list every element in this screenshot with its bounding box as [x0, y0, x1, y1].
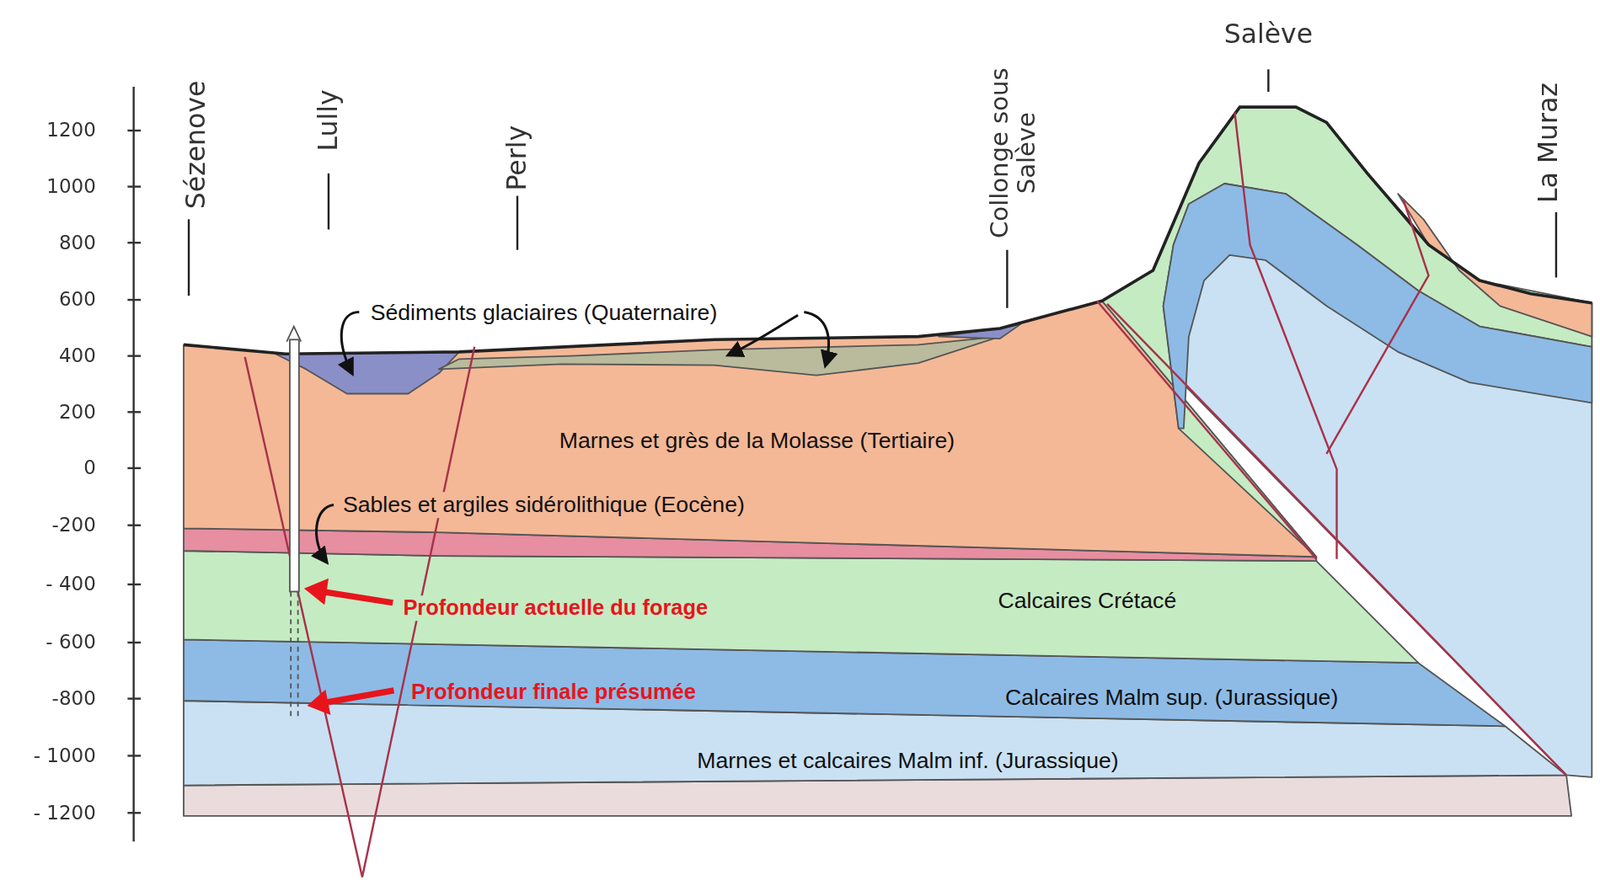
place-name: Salève	[1224, 19, 1313, 50]
axis-tick	[127, 241, 141, 244]
place-tick	[1267, 69, 1269, 92]
saleve-malm	[1163, 183, 1593, 429]
place-name: Collonge sous Salève	[986, 42, 1041, 263]
place-name: Perly	[502, 125, 533, 192]
layer-label: Marnes et grès de la Molasse (Tertiaire)	[556, 428, 958, 455]
axis-tick	[127, 642, 141, 644]
fault-line	[1096, 300, 1317, 559]
axis-tick	[127, 524, 141, 527]
ground-surface	[183, 107, 1592, 354]
place-tick	[516, 196, 519, 251]
axis-tick	[127, 411, 141, 413]
leader-line	[316, 504, 335, 562]
saleve-molasse	[1397, 193, 1592, 338]
place-tick	[187, 219, 190, 296]
layer-label: Sédiments glaciaires (Quaternaire)	[367, 299, 721, 326]
axis-tick	[127, 129, 141, 132]
borehole-planned	[297, 591, 300, 719]
layer-label: Calcaires Crétacé	[995, 588, 1180, 615]
fault-line	[1326, 198, 1429, 455]
depth-callout: Profondeur actuelle du forage	[400, 595, 712, 621]
axis-tick	[127, 299, 141, 301]
place-tick	[327, 173, 330, 231]
saleve-cretaceous	[1102, 107, 1592, 557]
axis-value: - 1000	[33, 744, 97, 767]
axis-tick	[127, 812, 141, 814]
axis-tick	[127, 583, 141, 586]
borehole-pipe	[289, 339, 300, 592]
place-ticks	[188, 69, 1557, 308]
axis-tick	[127, 467, 141, 470]
axis-value: 0	[83, 457, 97, 480]
axis-value: 1200	[46, 119, 97, 142]
place-name: Sézenove	[181, 80, 213, 210]
axis-line	[132, 86, 134, 842]
leader-line	[728, 315, 798, 355]
leader-line	[341, 312, 359, 375]
axis-value: -200	[52, 513, 97, 536]
axis-value: 400	[58, 344, 97, 367]
fault-line	[1234, 112, 1337, 559]
borehole	[286, 326, 301, 720]
leader-line	[803, 312, 829, 366]
saleve-base	[1102, 107, 1592, 778]
axis-value: - 400	[45, 573, 97, 596]
red-arrow	[321, 591, 393, 603]
axis-tick	[127, 185, 141, 188]
red-arrow-head	[304, 578, 329, 605]
red-arrow	[324, 690, 394, 704]
fault-line	[245, 357, 363, 878]
borehole-planned	[289, 591, 292, 719]
axis-value: 800	[58, 231, 97, 254]
red-arrow-head	[307, 690, 332, 716]
axis-value: 1000	[46, 175, 97, 198]
cretaceous-layer	[183, 551, 1419, 664]
axis-tick	[127, 354, 141, 357]
axis-tick	[127, 697, 141, 700]
axis-ticks	[127, 130, 141, 814]
place-tick	[1006, 250, 1008, 309]
layer-label: Marnes et calcaires Malm inf. (Jurassiqu…	[694, 748, 1123, 775]
axis-value: - 1200	[33, 802, 97, 825]
borehole-top	[286, 326, 301, 343]
layer-label: Calcaires Malm sup. (Jurassique)	[1001, 684, 1342, 712]
axis	[127, 86, 141, 842]
place-name: La Muraz	[1533, 82, 1564, 204]
axis-tick	[127, 754, 141, 757]
layer-label: Sables et argiles sidérolithique (Eocène…	[339, 492, 748, 519]
axis-value: 200	[58, 401, 97, 423]
place-tick	[1555, 212, 1558, 279]
glacial-pocket	[275, 352, 460, 395]
place-name: Lully	[313, 89, 344, 151]
red-arrows	[304, 578, 395, 716]
axis-value: - 600	[45, 631, 97, 654]
depth-callout: Profondeur finale présumée	[407, 679, 699, 705]
glacial-lens	[438, 337, 1001, 376]
axis-value: 600	[58, 288, 97, 311]
axis-value: -800	[52, 687, 97, 710]
